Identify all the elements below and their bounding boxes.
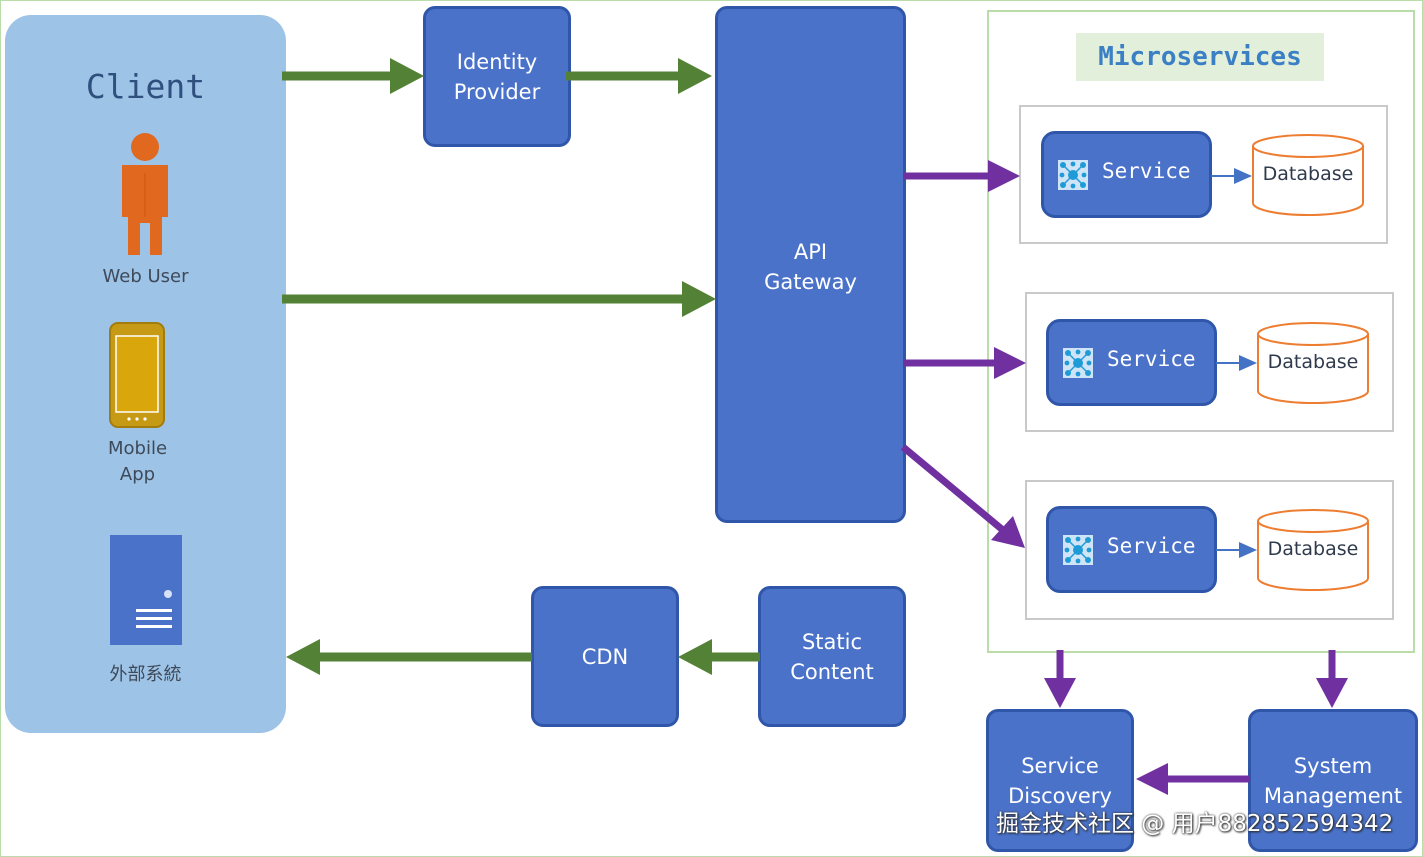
arrowhead [1044,678,1076,708]
database-cylinder: Database [1256,508,1370,592]
client-panel: Client Web User Mobile App 外部系統 [5,15,286,733]
service-mesh-icon [1063,535,1093,565]
microservices-title: Microservices [1076,33,1324,81]
service-mesh-icon [1063,348,1093,378]
server-icon [110,535,182,645]
system-management-box: System Management [1248,709,1418,852]
database-label: Database [1267,351,1359,373]
arrow-gateway-to-service-3 [900,444,1007,534]
arrowhead [390,58,424,94]
database-icon [1257,322,1369,404]
cdn-box: CDN [531,586,679,727]
database-icon [1257,509,1369,591]
database-cylinder: Database [1251,133,1365,217]
arrowhead [682,281,716,317]
service-label: Service [1107,347,1196,371]
arrowhead [991,516,1025,548]
service-box: Service [1046,506,1217,593]
arrowhead [994,347,1026,379]
arrowhead [678,639,712,675]
arrowhead [678,58,712,94]
database-label: Database [1262,163,1354,185]
watermark: 掘金技术社区 @ 用户882852594342 [996,811,1394,837]
client-title: Client [85,67,206,106]
service-mesh-icon [1058,160,1088,190]
mobile-app-icon [109,322,165,428]
web-user-label: Web User [102,266,189,287]
arrowhead [988,160,1020,192]
mobile-app-label: Mobile App [107,438,168,485]
service-box: Service [1041,131,1212,218]
api-gateway-box: API Gateway [715,6,906,523]
database-icon [1252,134,1364,216]
arrowhead [286,639,320,675]
arrowhead [1316,678,1348,708]
database-cylinder: Database [1256,321,1370,405]
identity-provider-box: Identity Provider [423,6,571,147]
arrowhead [1234,168,1252,184]
arrowhead [1239,542,1257,558]
database-label: Database [1267,538,1359,560]
service-label: Service [1107,534,1196,558]
arrowhead [1136,763,1168,795]
web-user-icon [122,133,168,255]
api-gateway-label: API Gateway [764,240,857,294]
arrowhead [1239,355,1257,371]
static-content-box: Static Content [758,586,906,727]
service-discovery-box: Service Discovery [986,709,1134,852]
service-box: Service [1046,319,1217,406]
service-label: Service [1102,159,1191,183]
external-system-label: 外部系統 [109,664,182,685]
